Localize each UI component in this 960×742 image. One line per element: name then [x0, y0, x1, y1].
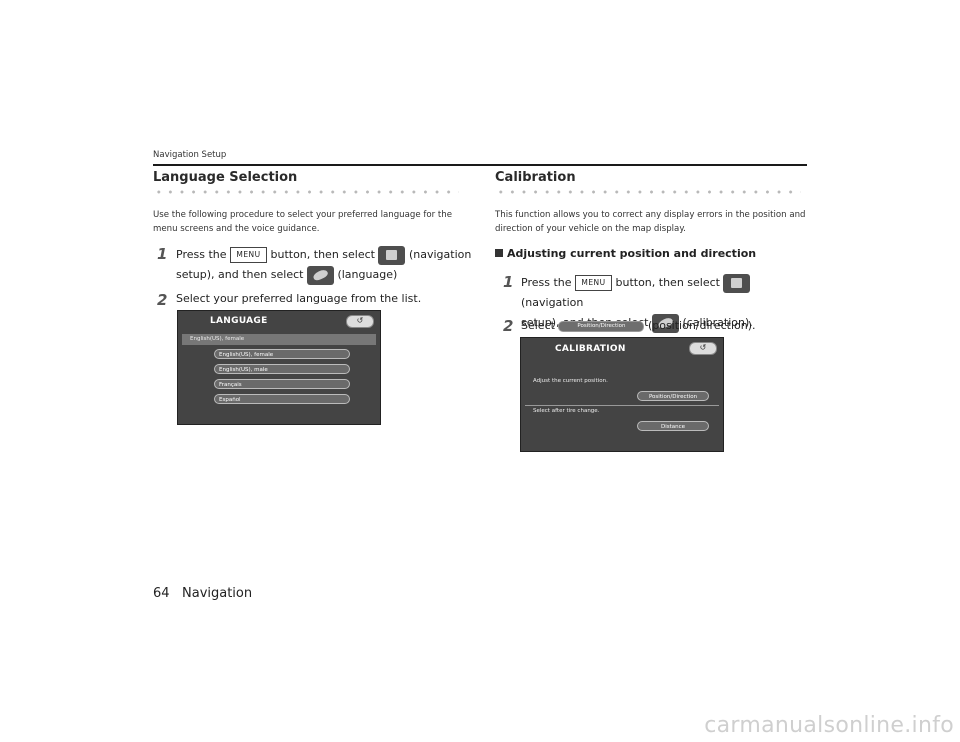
calibration-subhead: Adjusting current position and direction	[495, 247, 756, 260]
position-direction-chip: Position/Direction	[558, 320, 645, 332]
square-bullet-icon	[495, 249, 503, 257]
language-option[interactable]: English(US), female	[214, 349, 350, 359]
footer-section: Navigation	[182, 586, 253, 601]
step-number: 1	[157, 245, 168, 263]
menu-button-icon: MENU	[230, 247, 267, 263]
watermark: carmanualsonline.info	[704, 713, 954, 738]
language-option[interactable]: English(US), male	[214, 364, 350, 374]
step-number: 1	[503, 273, 514, 291]
navigation-setup-icon	[378, 245, 406, 265]
title-dotted-rule	[153, 190, 459, 194]
language-option[interactable]: Français	[214, 379, 350, 389]
screen-title: CALIBRATION	[555, 344, 626, 354]
language-step-1: Press the MENU button, then select (navi…	[176, 245, 476, 285]
language-step-2: Select your preferred language from the …	[176, 292, 422, 305]
back-button[interactable]: ↺	[346, 315, 374, 328]
divider	[525, 405, 719, 406]
calibration-intro: This function allows you to correct any …	[495, 210, 806, 234]
adjust-position-label: Adjust the current position.	[533, 378, 608, 384]
language-screen: LANGUAGE ↺ English(US), female English(U…	[177, 310, 381, 425]
step-number: 2	[157, 291, 168, 309]
page-number: 64	[153, 586, 170, 601]
language-intro: Use the following procedure to select yo…	[153, 210, 452, 234]
screen-title: LANGUAGE	[210, 316, 268, 326]
back-button[interactable]: ↺	[689, 342, 717, 355]
calibration-screen: CALIBRATION ↺ Adjust the current positio…	[520, 337, 724, 452]
language-selection-title: Language Selection	[153, 170, 298, 185]
current-language-row: English(US), female	[182, 334, 376, 345]
header-rule	[153, 164, 807, 166]
navigation-setup-icon	[723, 273, 751, 293]
tire-change-label: Select after tire change.	[533, 408, 600, 414]
language-icon	[306, 265, 334, 285]
calibration-icon	[651, 313, 679, 333]
position-direction-button[interactable]: Position/Direction	[637, 391, 709, 401]
distance-button[interactable]: Distance	[637, 421, 709, 431]
title-dotted-rule	[495, 190, 801, 194]
menu-button-icon: MENU	[575, 275, 612, 291]
calibration-step-2: Select Position/Direction (position/dire…	[521, 319, 756, 332]
calibration-title: Calibration	[495, 170, 576, 185]
running-header: Navigation Setup	[153, 150, 227, 160]
step-number: 2	[503, 317, 514, 335]
language-option[interactable]: Español	[214, 394, 350, 404]
calibration-step-1: Press the MENU button, then select (navi…	[521, 273, 811, 333]
